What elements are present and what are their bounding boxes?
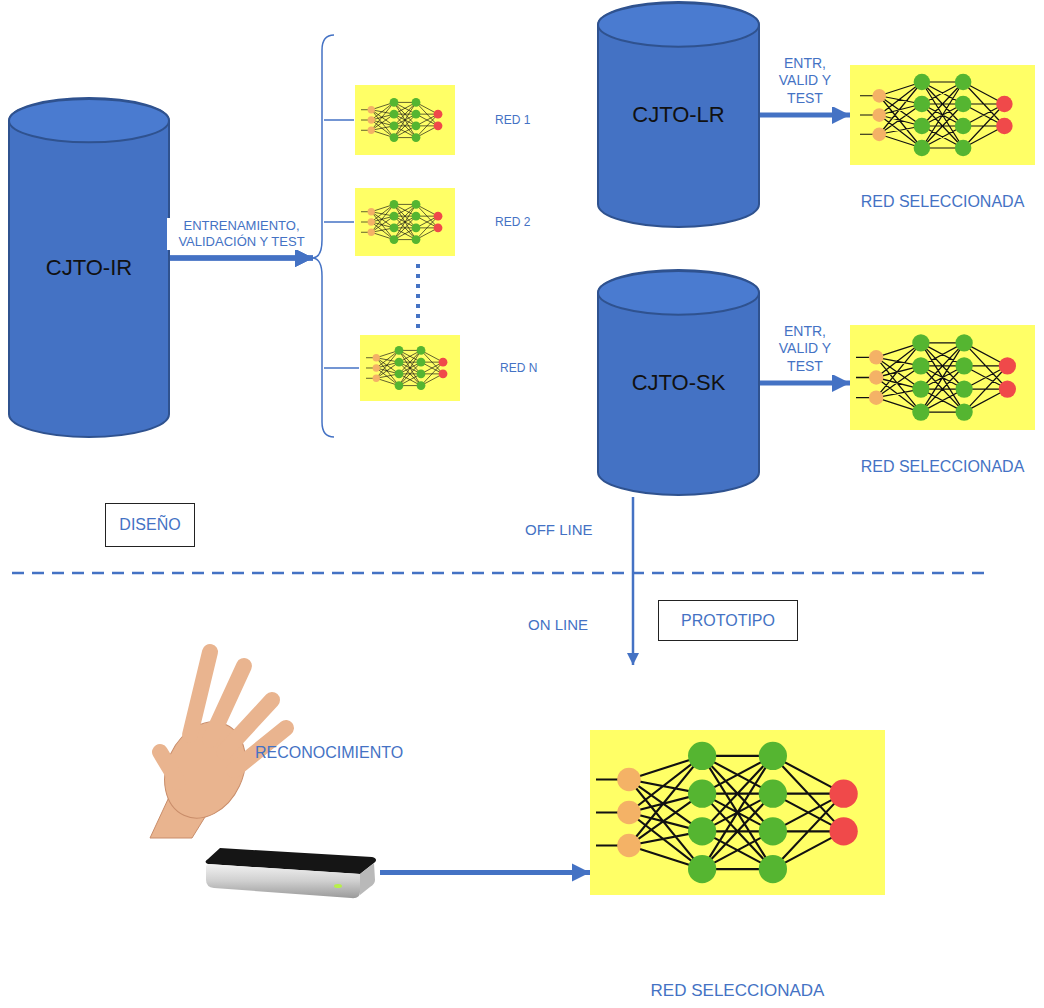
network-box: RED 1 [355,85,455,155]
network-box: RED N [360,335,460,401]
phase-box: PROTOTIPO [658,600,798,641]
node-heading: RED SELECCIONADA [861,193,1025,211]
offline-online-arrow [632,497,635,665]
phase-box: DISEÑO [105,503,195,547]
network-use [856,334,1016,421]
node-heading: RED SELECCIONADA [651,981,825,1001]
network-box: RED 2 [355,188,455,256]
cylinder-top [598,3,759,47]
network-illustration [361,194,449,250]
connector [380,872,590,873]
leap-device: RECONOCIMIENTO [200,840,380,905]
cylinder-top [598,271,759,315]
dataset-name: CJTO-IR [46,255,132,281]
node-heading: RED 2 [495,215,530,229]
phase-name: PROTOTIPO [679,612,777,630]
connector [760,383,850,384]
network-box: RED SELECCIONADA [850,65,1035,165]
network-box: RED SELECCIONADA [590,730,885,895]
node-heading: RED N [500,361,537,375]
network-use [361,200,442,244]
connector-arm [324,367,359,369]
connector-stem [170,256,313,261]
dotted-continuation [416,264,420,330]
cylinder-body [9,98,169,437]
connector-stem [170,256,313,261]
cylinder-body [598,270,759,495]
network-illustration [856,71,1029,159]
cylinder-body [598,2,759,227]
network-illustration [596,736,879,889]
dataset-name: CJTO-SK [632,370,726,396]
connector-arrow [380,870,590,875]
dataset-cylinder: CJTO-SK [597,270,760,496]
hand-fingers [160,652,286,782]
network-use [361,98,442,142]
network-illustration [361,91,449,149]
network-use [596,742,858,884]
connector-arm [324,119,354,121]
connector-arm [324,221,354,223]
network-illustration [856,331,1029,424]
connector-arrow [760,113,850,118]
cylinder-top [9,99,169,142]
network-use [860,74,1013,157]
edge-label: ENTR, VALID Y TEST [773,323,837,376]
connector [170,258,359,368]
dataset-cylinder: CJTO-LR [597,2,760,228]
connector [760,115,850,116]
node-heading: RED 1 [495,113,530,127]
phase-name: DISEÑO [117,516,182,534]
connector-arrow [760,381,850,386]
edge-label: ENTRENAMIENTO, VALIDACIÓN Y TEST [167,218,317,251]
dataset-cylinder: CJTO-IR [8,98,170,438]
node-heading: RED SELECCIONADA [861,458,1025,476]
network-box: RED SELECCIONADA [850,325,1035,430]
separator-line [12,572,992,575]
device-use [206,848,377,898]
device-illustration [200,840,380,905]
network-use [366,346,447,390]
connector-stem [170,256,313,261]
node-heading: RECONOCIMIENTO [255,744,403,762]
network-illustration [366,341,454,395]
phase-label: ON LINE [528,616,588,633]
phase-label: OFF LINE [525,521,593,538]
edge-label: ENTR, VALID Y TEST [773,55,837,108]
dataset-name: CJTO-LR [632,102,725,128]
